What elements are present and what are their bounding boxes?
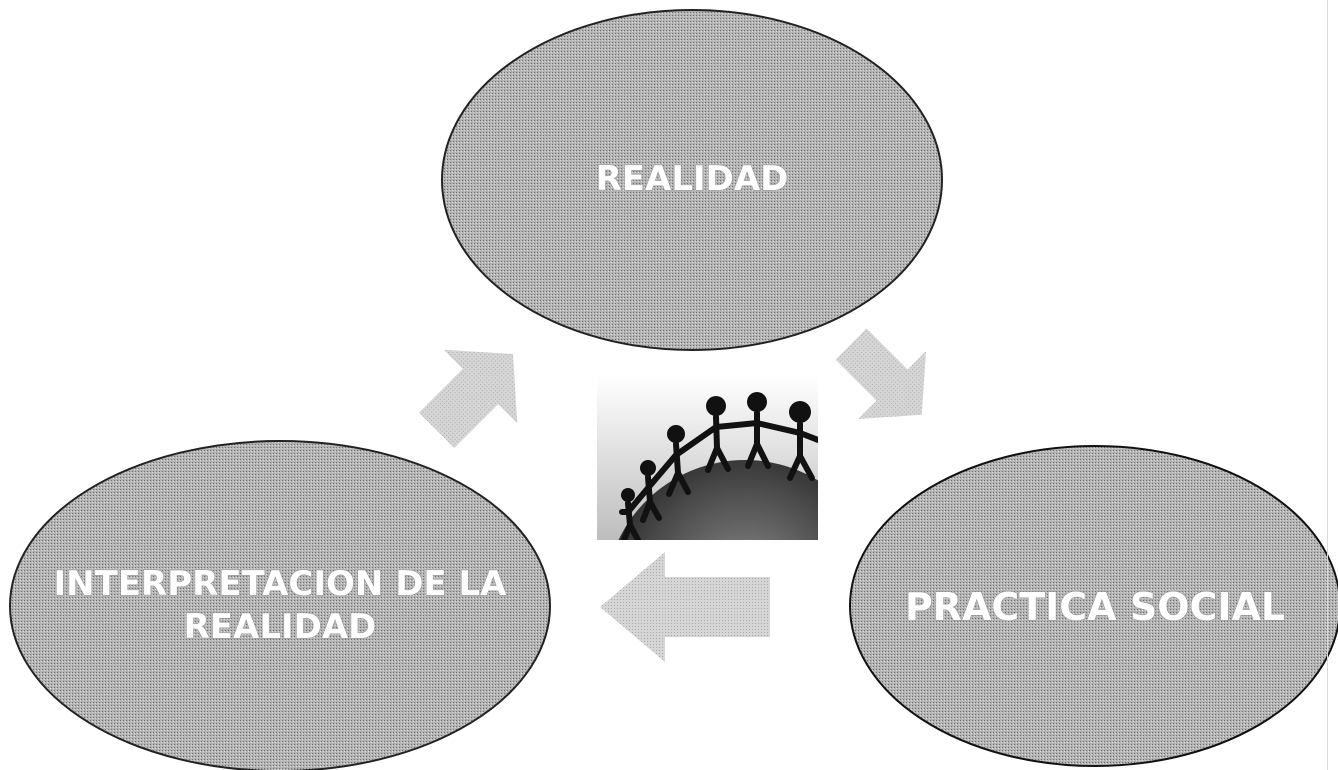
arrow-up-right-icon xyxy=(418,349,518,449)
node-practica-social-label: PRACTICA SOCIAL xyxy=(905,585,1285,629)
node-interpretacion-label-line1: INTERPRETACION DE LA xyxy=(54,564,508,604)
node-practica-social: PRACTICA SOCIAL xyxy=(849,445,1338,767)
arrow-left-icon xyxy=(600,552,770,662)
people-holding-hands-on-globe-icon xyxy=(597,375,818,540)
node-realidad: REALIDAD xyxy=(441,9,943,351)
node-realidad-label: REALIDAD xyxy=(596,159,789,199)
arrow-down-right-icon xyxy=(835,328,927,420)
page-edge-line xyxy=(1327,0,1328,770)
node-interpretacion-label-line2: REALIDAD xyxy=(184,607,377,647)
node-interpretacion: INTERPRETACION DE LA REALIDAD xyxy=(9,440,551,770)
